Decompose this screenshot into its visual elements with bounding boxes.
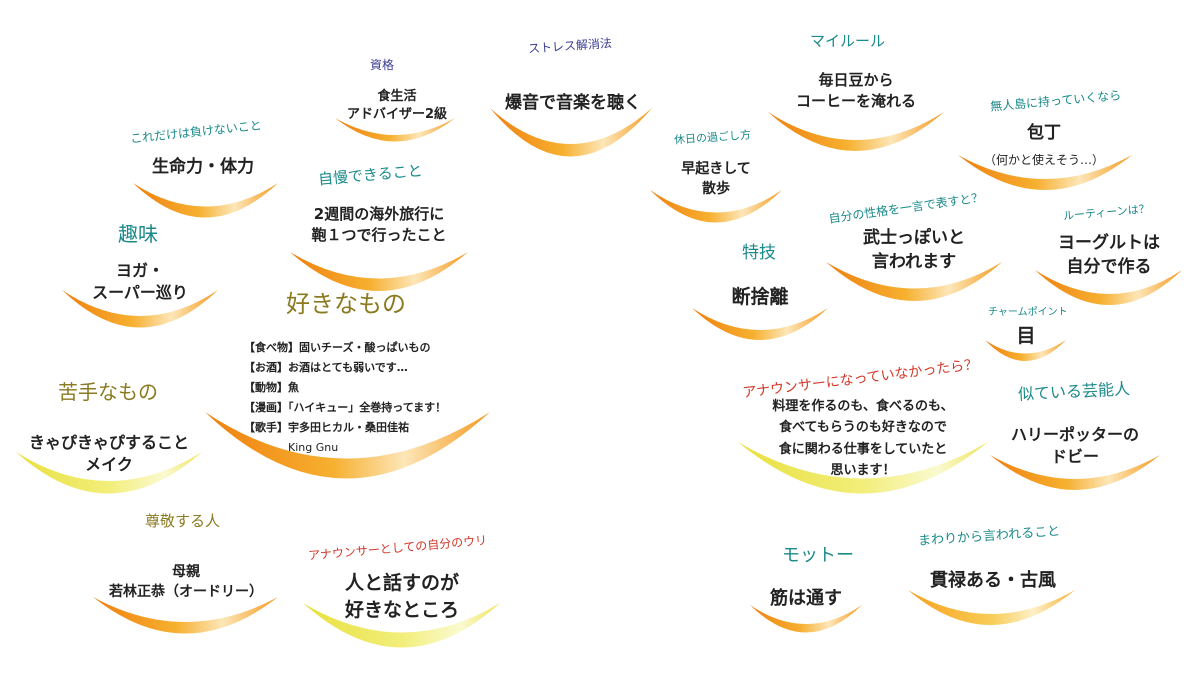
text-line: 散歩 xyxy=(702,180,730,197)
text-line: 武士っぽいと xyxy=(863,228,965,248)
text-uri: 人と話すのが 好きなところ xyxy=(303,570,501,623)
text-line: 食生活 xyxy=(377,89,417,104)
text-routine: ヨーグルトは 自分で作る xyxy=(1035,232,1183,280)
label-sonkei: 尊敬する人 xyxy=(145,512,221,530)
text-line: 毎日豆から xyxy=(818,71,894,89)
arc-routine xyxy=(1035,270,1182,305)
text-line: 好きなところ xyxy=(344,598,459,621)
list-item: 【お酒】お酒はとても弱いです… xyxy=(244,361,408,374)
text-line: 人と話すのが xyxy=(344,572,459,594)
arc-uri xyxy=(303,603,500,648)
text-line: スーパー巡り xyxy=(92,283,188,303)
text-nigate: きゃぴきゃぴすること メイク xyxy=(16,432,202,477)
arc-seikaku xyxy=(826,262,1002,301)
text-muninto: 包丁 xyxy=(1027,123,1061,143)
text-line: メイク xyxy=(85,455,133,475)
arc-stress xyxy=(490,108,652,157)
text-jiman: 2週間の海外旅行に 鞄１つで行ったこと xyxy=(290,204,468,246)
arc-makenai xyxy=(133,183,278,218)
label-shikaku: 資格 xyxy=(370,58,395,72)
text-mawari: 貫禄ある・古風 xyxy=(930,570,1056,591)
text-line: 母親 xyxy=(172,564,200,580)
text-stress: 爆音で音楽を聴く xyxy=(505,93,641,113)
label-nigate: 苦手なもの xyxy=(58,380,158,404)
label-motto: モットー xyxy=(782,545,854,566)
arc-motto xyxy=(750,605,862,633)
label-tokugi: 特技 xyxy=(742,243,776,263)
text-line: 食べてもらうのも好きなので xyxy=(779,420,947,436)
text-line: ハリーポッターの xyxy=(1010,425,1139,444)
label-suki: 好きなもの xyxy=(286,290,406,318)
arc-announcer xyxy=(738,442,988,494)
text-seikaku: 武士っぽいと 言われます xyxy=(826,227,1002,275)
list-item: 【食べ物】固いチーズ・酸っぱいもの xyxy=(244,341,431,354)
list-item: 【動物】魚 xyxy=(244,381,299,394)
text-line: ヨガ・ xyxy=(115,261,164,280)
text-sonkei: 母親 若林正恭（オードリー） xyxy=(93,563,279,602)
text-line: 言われます xyxy=(871,251,957,272)
text-line: ヨーグルトは xyxy=(1058,233,1160,253)
text-line: 思います！ xyxy=(830,463,896,479)
label-shumi: 趣味 xyxy=(118,222,158,246)
text-line: 自分で作る xyxy=(1066,256,1152,277)
arc-mawari xyxy=(908,590,1075,625)
text-line: 2週間の海外旅行に xyxy=(313,205,445,223)
list-item: 【歌手】宇多田ヒカル・桑田佳祐 xyxy=(244,421,409,434)
suki-list: 【食べ物】固いチーズ・酸っぱいもの 【お酒】お酒はとても弱いです… 【動物】魚 … xyxy=(244,338,446,458)
text-motto: 筋は通す xyxy=(770,588,842,609)
text-line: きゃぴきゃぴすること xyxy=(28,433,189,452)
text-line: 鞄１つで行ったこと xyxy=(311,226,447,244)
text-kyujitsu: 早起きして 散歩 xyxy=(650,160,782,199)
text-line: 食に関わる仕事をしていたと xyxy=(778,441,948,457)
list-item: King Gnu xyxy=(288,441,339,454)
arc-nigate xyxy=(16,452,202,494)
note-muninto: （何かと使えそう…） xyxy=(983,153,1104,167)
label-charm: チャームポイント xyxy=(988,307,1068,318)
arc-kyujitsu xyxy=(650,190,782,223)
text-line: 早起きして xyxy=(681,161,751,177)
arc-muninto xyxy=(958,155,1132,190)
arc-jiman xyxy=(290,252,468,291)
text-shikaku: 食生活 アドバイザー2級 xyxy=(335,88,459,124)
list-item: 【漫画】「ハイキュー」全巻持ってます！ xyxy=(244,401,447,414)
text-line: 料理を作るのも、食べるのも、 xyxy=(772,399,954,414)
text-niteiru: ハリーポッターの ドビー xyxy=(990,424,1160,469)
text-charm: 目 xyxy=(1016,325,1036,347)
text-myrule: 毎日豆から コーヒーを淹れる xyxy=(768,70,944,112)
arc-shumi xyxy=(62,290,218,328)
text-line: アドバイザー2級 xyxy=(346,107,448,123)
arc-sonkei xyxy=(93,597,278,634)
text-line: ドビー xyxy=(1050,447,1099,467)
arc-myrule xyxy=(768,112,944,151)
arc-charm xyxy=(985,340,1066,361)
text-tokugi: 断捨離 xyxy=(731,286,789,308)
text-line: コーヒーを淹れる xyxy=(795,92,916,110)
label-myrule: マイルール xyxy=(810,32,886,50)
arc-niteiru xyxy=(990,455,1160,490)
text-line: 若林正恭（オードリー） xyxy=(109,583,263,600)
text-makenai: 生命力・体力 xyxy=(152,157,254,177)
arc-shikaku xyxy=(335,118,455,142)
arc-tokugi xyxy=(692,308,828,340)
arc-suki xyxy=(205,412,490,479)
text-shumi: ヨガ・ スーパー巡り xyxy=(62,260,218,305)
text-announcer: 料理を作るのも、食べるのも、 食べてもらうのも好きなので 食に関わる仕事をしてい… xyxy=(738,396,988,482)
